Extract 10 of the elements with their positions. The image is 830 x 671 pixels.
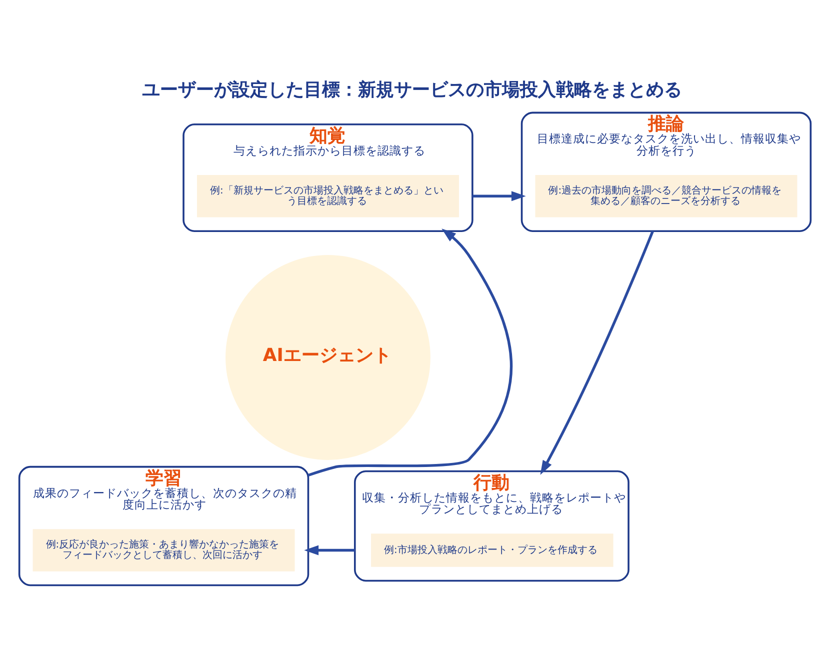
arrow <box>304 545 355 556</box>
node-box: 例:市場投入戦略のレポート・プランを作成する <box>371 534 614 567</box>
node-box: 例:反応が良かった施策・あまり響かなかった施策をフィードバックとして蓄積し、次回に活かす <box>32 529 295 572</box>
arrow <box>472 191 526 202</box>
node-box: 例:過去の市場動向を調べる／競合サービスの情報を集める／顧客のニーズを分析する <box>535 175 798 218</box>
node-box: 例:「新規サービスの市場投入戦略をまとめる」という目標を認識する <box>196 175 459 218</box>
arrow <box>540 230 654 475</box>
arrow <box>308 228 512 477</box>
diagram-title: ユーザーが設定した目標：新規サービスの市場投入戦略をまとめる <box>142 80 682 101</box>
node-circle: AIエージェント <box>226 255 430 460</box>
